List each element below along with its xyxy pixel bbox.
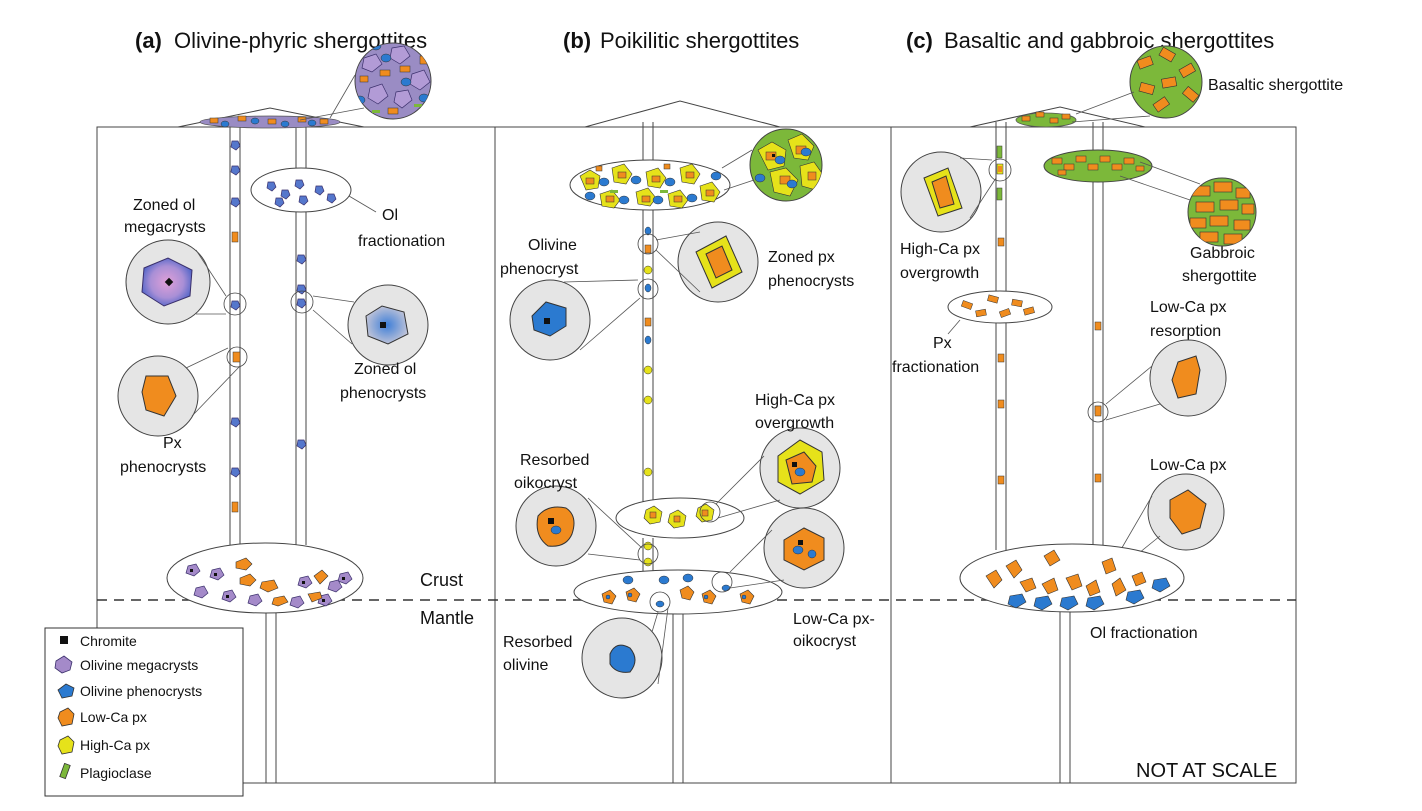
low-ca-resorption-label-2: resorption: [1150, 323, 1221, 340]
magma-chamber-a: [166, 542, 364, 614]
olivine-phenocryst-swatch: [57, 683, 75, 699]
outer-frame: [96, 126, 1297, 784]
px-fractionation-chamber-c: [947, 290, 1053, 335]
high-ca-overgrowth-label-c-2: overgrowth: [900, 265, 979, 282]
gabbroic-shergottite-label-2: shergottite: [1182, 268, 1257, 285]
gabbroic-texture-inset: [1119, 161, 1257, 247]
plagioclase-swatch: [59, 762, 71, 780]
panel-c: Basaltic shergottite Gabbroic shergottit…: [892, 45, 1343, 783]
low-ca-resorption-label-1: Low-Ca px: [1150, 299, 1226, 316]
zoned-ol-megacrysts-label-1: Zoned ol: [133, 197, 195, 214]
panel-title-b: (b) Poikilitic shergottites: [563, 28, 799, 53]
lower-chamber-c: [959, 543, 1185, 613]
zoned-ol-megacryst-inset: [125, 239, 247, 325]
basaltic-texture-inset: [1071, 45, 1203, 123]
zoned-px-phenocryst-inset: [655, 221, 759, 303]
panel-title-c-text: Basaltic and gabbroic shergottites: [944, 28, 1274, 53]
high-ca-overgrowth-inset-c: [900, 145, 1012, 233]
legend-label-high-ca-px: High-Ca px: [80, 737, 150, 753]
panel-letter-a: (a): [135, 28, 162, 53]
poikilitic-texture-inset: [749, 128, 823, 202]
legend-box: [44, 627, 244, 797]
ol-fractionation-label-a-1: Ol: [382, 207, 398, 224]
zoned-ol-phenocrysts-label-1: Zoned ol: [354, 361, 416, 378]
legend: Chromite Olivine megacrysts Olivine phen…: [44, 627, 244, 797]
legend-item-plagioclase: Plagioclase: [59, 762, 152, 781]
legend-item-low-ca-px: Low-Ca px: [57, 707, 147, 727]
resorbed-oikocryst-inset: [515, 485, 643, 567]
not-at-scale-note: NOT AT SCALE: [1136, 760, 1277, 782]
basaltic-shergottite-label: Basaltic shergottite: [1208, 77, 1343, 94]
ol-fractionation-label-c: Ol fractionation: [1090, 625, 1198, 642]
legend-label-olivine-megacrysts: Olivine megacrysts: [80, 657, 198, 673]
gabbroic-chamber-c: [1043, 149, 1153, 183]
olivine-phenocryst-inset: [509, 233, 659, 361]
panel-b: Olivine phenocryst Zoned px phenocrysts: [500, 122, 875, 783]
legend-label-plagioclase: Plagioclase: [80, 765, 152, 781]
low-ca-oikocryst-label-2: oikocryst: [793, 633, 857, 650]
zoned-ol-phenocryst-inset: [230, 284, 429, 366]
px-phenocrysts-label-1: Px: [163, 435, 182, 452]
panel-title-b-text: Poikilitic shergottites: [600, 28, 799, 53]
panel-letter-c: (c): [906, 28, 933, 53]
lower-chamber-b: [573, 569, 783, 615]
conduits-a: [229, 120, 307, 783]
low-ca-oikocryst-label-1: Low-Ca px-: [793, 611, 875, 628]
resorbed-oikocryst-label-2: oikocryst: [514, 475, 578, 492]
zoned-px-phenocrysts-label-2: phenocrysts: [768, 273, 854, 290]
panel-frames: [96, 126, 1297, 784]
high-ca-px-swatch: [57, 735, 75, 755]
legend-label-chromite: Chromite: [80, 633, 137, 649]
surface-flow-a: [199, 115, 341, 129]
resorbed-olivine-label-2: olivine: [503, 657, 548, 674]
surface-flow-c: [1015, 111, 1077, 128]
px-phenocryst-inset: [117, 346, 248, 437]
olivine-phyric-texture-inset: [354, 42, 432, 120]
px-fractionation-label-2: fractionation: [892, 359, 979, 376]
olivine-megacryst-swatch: [54, 655, 73, 674]
panel-title-c: (c) Basaltic and gabbroic shergottites: [906, 28, 1274, 53]
panel-a: Ol fractionation Zoned ol megacrysts Zon…: [117, 42, 445, 783]
legend-item-high-ca-px: High-Ca px: [57, 735, 150, 755]
mantle-label: Mantle: [420, 608, 474, 628]
conduits-c: [995, 122, 1104, 783]
high-ca-overgrowth-label-b-1: High-Ca px: [755, 392, 835, 409]
low-ca-oikocryst-inset: [729, 507, 845, 589]
olivine-phenocryst-label-1: Olivine: [528, 237, 577, 254]
resorbed-oikocryst-label-1: Resorbed: [520, 452, 589, 469]
conduit-crystals-c: [997, 237, 1102, 485]
px-phenocrysts-label-2: phenocrysts: [120, 459, 206, 476]
zoned-ol-phenocrysts-label-2: phenocrysts: [340, 385, 426, 402]
legend-label-low-ca-px: Low-Ca px: [80, 709, 147, 725]
upper-chamber-b: [569, 159, 731, 211]
legend-item-olivine-phenocrysts: Olivine phenocrysts: [57, 683, 202, 699]
zoned-ol-megacrysts-label-2: megacrysts: [124, 219, 206, 236]
low-ca-px-label: Low-Ca px: [1150, 457, 1226, 474]
low-ca-px-swatch: [57, 707, 75, 727]
low-ca-px-inset: [1097, 473, 1225, 577]
gabbroic-shergottite-label-1: Gabbroic: [1190, 245, 1255, 262]
resorbed-olivine-inset: [581, 607, 669, 699]
crust-label: Crust: [420, 570, 463, 590]
conduits-b: [642, 122, 684, 783]
resorbed-olivine-label-1: Resorbed: [503, 634, 572, 651]
panel-letter-b: (b): [563, 28, 591, 53]
ol-fractionation-chamber-a: [250, 167, 352, 213]
mid-chamber-b: [615, 497, 745, 565]
ol-fractionation-label-a-2: fractionation: [358, 233, 445, 250]
conduit-crystals-a: [230, 140, 307, 513]
zoned-px-phenocrysts-label-1: Zoned px: [768, 249, 835, 266]
px-fractionation-label-1: Px: [933, 335, 952, 352]
olivine-phenocryst-label-2: phenocryst: [500, 261, 579, 278]
legend-item-olivine-megacrysts: Olivine megacrysts: [54, 655, 198, 674]
low-ca-resorption-inset: [1087, 339, 1227, 423]
legend-label-olivine-phenocrysts: Olivine phenocrysts: [80, 683, 202, 699]
high-ca-overgrowth-inset-b: [715, 427, 841, 519]
chromite-swatch: [60, 636, 68, 644]
high-ca-overgrowth-label-c-1: High-Ca px: [900, 241, 980, 258]
legend-item-chromite: Chromite: [60, 633, 137, 649]
high-ca-overgrowth-label-b-2: overgrowth: [755, 415, 834, 432]
